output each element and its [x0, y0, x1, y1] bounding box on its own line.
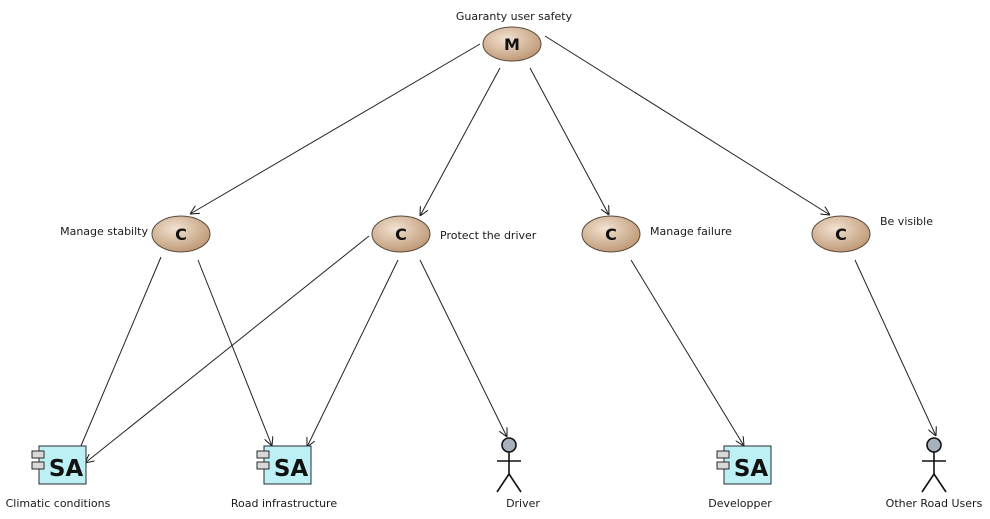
capability-glyph: C — [835, 225, 847, 244]
mission-node[interactable]: M Guaranty user safety — [456, 10, 573, 62]
system-actor-glyph: SA — [734, 456, 769, 482]
edge-cap_stability-to-sa_road[interactable] — [197, 259, 272, 446]
stick-figure-actor-icon — [921, 437, 947, 493]
actor-label: Other Road Users — [886, 497, 983, 510]
system-actor-glyph: SA — [274, 456, 309, 482]
capability-ellipse-icon — [151, 215, 211, 253]
system-actor-label: Road infrastructure — [231, 497, 337, 510]
actor-driver[interactable]: Driver — [496, 437, 540, 510]
edges-layer — [75, 35, 936, 463]
system-actor-road-infrastructure[interactable]: SA Road infrastructure — [231, 445, 337, 510]
mission-label: Guaranty user safety — [456, 10, 573, 23]
system-actor-component-icon: SA — [716, 445, 772, 485]
mission-ellipse-icon — [482, 26, 542, 62]
capability-label: Manage failure — [650, 225, 732, 238]
edge-cap_stability-to-sa_climatic[interactable] — [75, 256, 162, 460]
system-actor-glyph: SA — [49, 456, 84, 482]
capability-glyph: C — [175, 225, 187, 244]
capability-label: Be visible — [880, 215, 933, 228]
actor-other-road-users[interactable]: Other Road Users — [886, 437, 983, 510]
system-actor-climatic-conditions[interactable]: SA Climatic conditions — [6, 445, 111, 510]
capability-node-manage-stability[interactable]: C Manage stabilty — [60, 215, 211, 253]
capability-ellipse-icon — [371, 215, 431, 253]
edge-mission-to-cap_stability[interactable] — [190, 43, 481, 214]
capability-node-be-visible[interactable]: C Be visible — [811, 215, 933, 253]
edge-cap_failure-to-sa_dev[interactable] — [630, 259, 744, 446]
edge-mission-to-cap_protect[interactable] — [420, 67, 501, 216]
edge-cap_protect-to-actor_driver[interactable] — [419, 259, 507, 437]
capability-node-protect-driver[interactable]: C Protect the driver — [371, 215, 537, 253]
edge-cap_visible-to-actor_others[interactable] — [854, 259, 936, 436]
actor-label: Driver — [506, 497, 540, 510]
capability-label: Protect the driver — [440, 229, 537, 242]
system-actor-label: Climatic conditions — [6, 497, 111, 510]
capability-glyph: C — [605, 225, 617, 244]
mission-glyph: M — [504, 35, 520, 54]
edge-mission-to-cap_visible[interactable] — [544, 35, 830, 215]
capability-node-manage-failure[interactable]: C Manage failure — [581, 215, 732, 253]
edge-cap_protect-to-sa_climatic[interactable] — [85, 235, 370, 463]
capability-ellipse-icon — [581, 215, 641, 253]
capability-ellipse-icon — [811, 215, 871, 253]
system-actor-developper[interactable]: SA Developper — [708, 445, 772, 510]
stick-figure-actor-icon — [496, 437, 522, 493]
edge-mission-to-cap_failure[interactable] — [529, 67, 609, 215]
system-actor-label: Developper — [708, 497, 772, 510]
capability-label: Manage stabilty — [60, 225, 148, 238]
system-actor-component-icon: SA — [256, 445, 312, 485]
system-actor-component-icon: SA — [31, 445, 87, 485]
capability-glyph: C — [395, 225, 407, 244]
edge-cap_protect-to-sa_road[interactable] — [307, 259, 399, 447]
